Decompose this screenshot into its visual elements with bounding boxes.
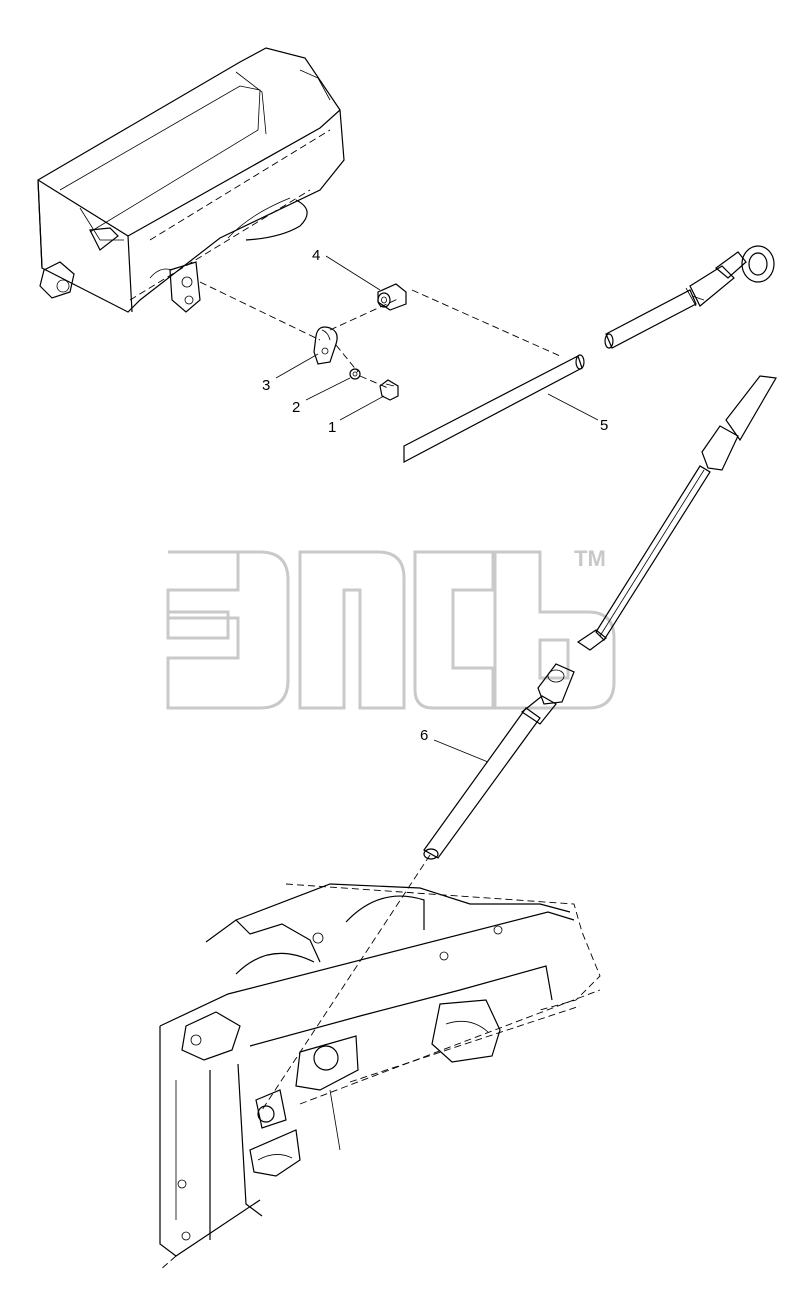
part-4-bushing [377,283,407,311]
engine-housing [37,47,345,313]
callout-1: 1 [328,419,336,436]
part-5-dipstick-tube [403,245,775,463]
part-6-dipstick [423,375,777,860]
assembly-lines [199,281,561,1111]
trademark-symbol: TM [574,546,606,571]
callout-4: 4 [312,247,320,264]
callout-6: 6 [420,727,428,744]
watermark-logo: TM [166,546,616,710]
part-3-clip [313,326,338,365]
callout-5: 5 [600,417,608,434]
part-2-washer [349,368,361,380]
engine-block [159,883,601,1271]
part-1-bolt [379,379,399,401]
callouts: 4 3 2 1 5 6 [262,247,608,763]
callout-3: 3 [262,377,270,394]
callout-2: 2 [292,399,300,416]
